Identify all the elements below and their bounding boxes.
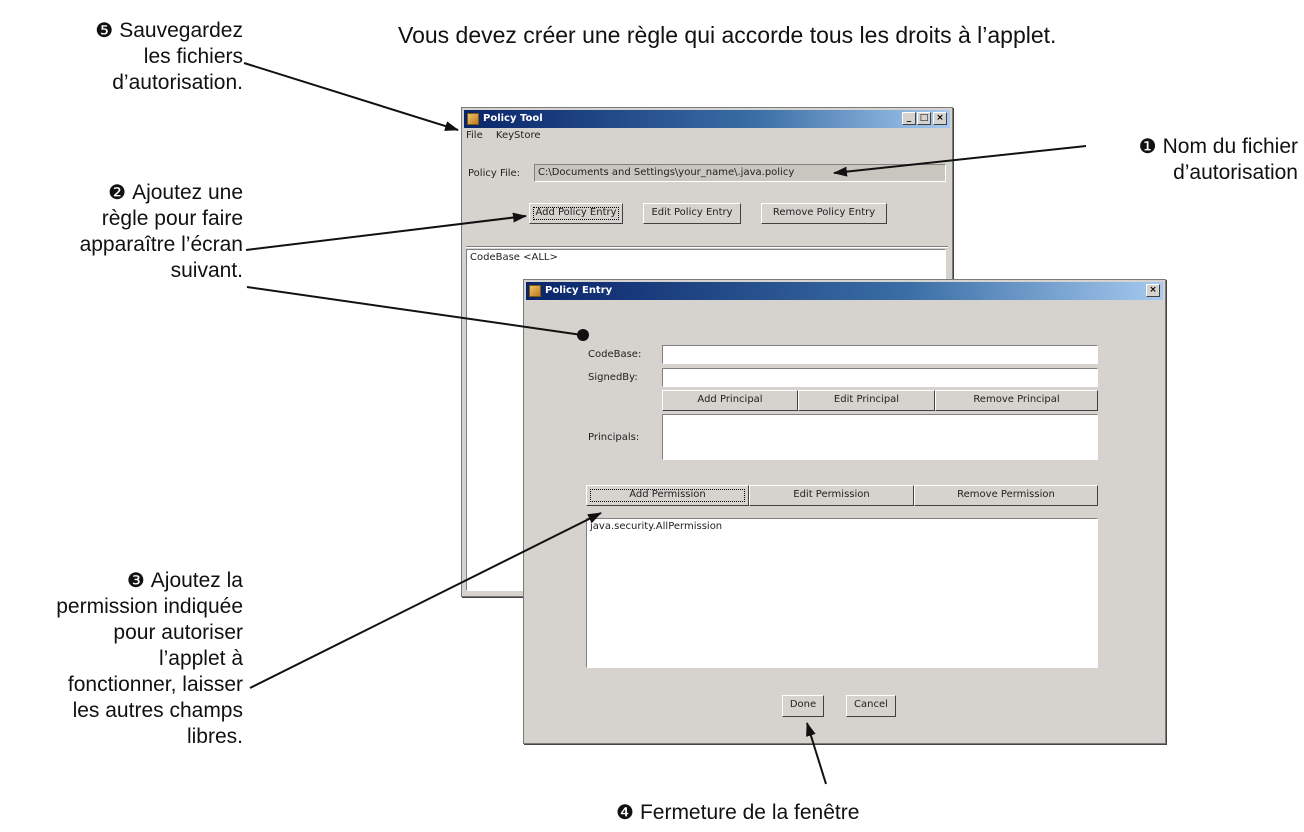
- minimize-icon[interactable]: _: [902, 112, 916, 125]
- close-icon[interactable]: ×: [933, 112, 947, 125]
- codebase-label: CodeBase:: [588, 349, 642, 360]
- policy-file-label: Policy File:: [468, 168, 521, 179]
- step-number: ❷: [108, 182, 127, 204]
- arrow-add-entry: [245, 212, 527, 251]
- list-item[interactable]: CodeBase <ALL>: [470, 252, 558, 263]
- arrow-add-permission: [249, 512, 602, 689]
- add-principal-button[interactable]: Add Principal: [662, 390, 798, 411]
- add-policy-entry-button[interactable]: Add Policy Entry: [529, 203, 623, 224]
- remove-principal-button[interactable]: Remove Principal: [935, 390, 1098, 411]
- separator: [466, 246, 948, 248]
- codebase-input[interactable]: [662, 345, 1098, 364]
- menu-file[interactable]: File: [466, 130, 483, 141]
- close-icon[interactable]: ×: [1146, 284, 1160, 297]
- policy-entry-window: Policy Entry × CodeBase: SignedBy: Add P…: [523, 279, 1166, 744]
- edit-permission-button[interactable]: Edit Permission: [749, 485, 914, 506]
- java-app-icon: [467, 113, 479, 125]
- step-number: ❶: [1138, 136, 1157, 158]
- menu-bar: File KeyStore: [466, 130, 550, 141]
- step-number: ❸: [126, 570, 145, 592]
- arrow-done: [806, 722, 827, 785]
- policy-entry-title: Policy Entry: [545, 285, 613, 296]
- java-app-icon: [529, 285, 541, 297]
- step-number: ❹: [616, 802, 634, 824]
- step-number: ❺: [95, 20, 114, 42]
- add-permission-button[interactable]: Add Permission: [586, 485, 749, 506]
- maximize-icon[interactable]: □: [917, 112, 931, 125]
- arrow-policy-file: [833, 145, 1087, 177]
- remove-permission-button[interactable]: Remove Permission: [914, 485, 1098, 506]
- remove-policy-entry-button[interactable]: Remove Policy Entry: [761, 203, 887, 224]
- arrow-dot: [577, 329, 589, 341]
- arrow-to-dialog: [246, 286, 583, 336]
- page-heading: Vous devez créer une règle qui accorde t…: [398, 22, 1057, 48]
- signedby-input[interactable]: [662, 368, 1098, 387]
- principals-list[interactable]: [662, 414, 1098, 460]
- permissions-list[interactable]: java.security.AllPermission: [586, 518, 1098, 668]
- policy-entry-titlebar[interactable]: Policy Entry ×: [526, 282, 1163, 300]
- policy-tool-titlebar[interactable]: Policy Tool _ □ ×: [464, 110, 950, 128]
- done-button[interactable]: Done: [782, 695, 824, 717]
- cancel-button[interactable]: Cancel: [846, 695, 896, 717]
- principals-label: Principals:: [588, 432, 640, 443]
- arrow-save: [243, 62, 459, 131]
- edit-policy-entry-button[interactable]: Edit Policy Entry: [643, 203, 741, 224]
- signedby-label: SignedBy:: [588, 372, 638, 383]
- edit-principal-button[interactable]: Edit Principal: [798, 390, 935, 411]
- menu-keystore[interactable]: KeyStore: [495, 130, 541, 141]
- policy-tool-title: Policy Tool: [483, 113, 543, 124]
- list-item[interactable]: java.security.AllPermission: [590, 521, 723, 532]
